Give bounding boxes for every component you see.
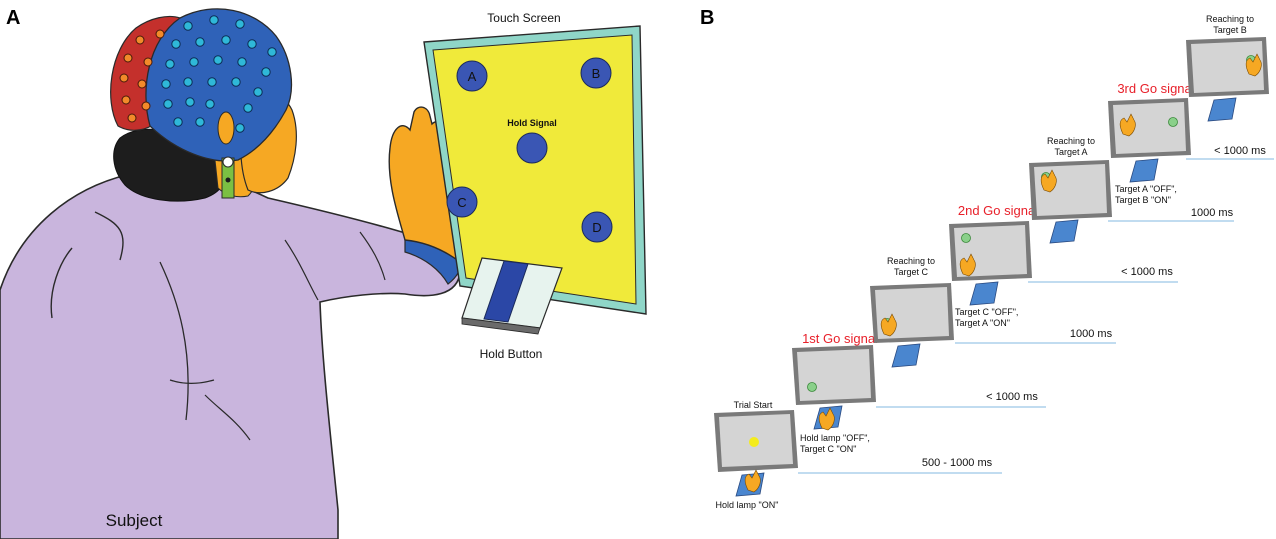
go-signal-1: 1st Go signal [802,331,878,346]
hand-icon [1245,53,1262,77]
time-label-6: < 1000 ms [1214,145,1266,157]
monitor-trial-start [714,410,798,497]
hand-icon [1040,169,1057,193]
time-label-5: 1000 ms [1191,207,1234,219]
monitor-reach-a [1029,160,1112,244]
target-c: C [446,186,478,218]
reach-a-line2: Target A [1054,147,1087,157]
hold-button: Hold Button [461,257,563,361]
reach-b-line2: Target B [1213,25,1247,35]
target-d: D [581,211,613,243]
monitor-1st-go [792,345,876,431]
time-label-1: 500 - 1000 ms [922,457,993,469]
target-c-on-dot [807,382,817,392]
ear [217,111,235,145]
panel-b-letter: B [700,7,714,29]
subject-illustration [0,8,463,539]
electrodes-red [119,29,165,123]
step5-line2: Target B "ON" [1115,195,1171,205]
target-c-label: C [457,195,466,210]
monitor-reach-b [1186,37,1269,122]
electrodes-blue [161,15,277,133]
trial-start-label: Trial Start [734,400,773,410]
step3-line1: Target C "OFF", [955,307,1018,317]
hold-lamp-on-dot [749,437,759,447]
hold-signal-label: Hold Signal [507,118,557,128]
reach-c-line2: Target C [894,267,929,277]
go-signal-2: 2nd Go signal [958,203,1038,218]
target-d-label: D [592,220,601,235]
reach-a-line1: Reaching to [1047,136,1095,146]
time-label-4: < 1000 ms [1121,266,1173,278]
hand-icon [880,313,897,337]
monitor-reach-c [870,283,954,368]
panel-a-letter: A [6,7,20,29]
reach-c-line1: Reaching to [887,256,935,266]
step5-line1: Target A "OFF", [1115,184,1177,194]
hold-lamp-on-label: Hold lamp "ON" [716,500,779,510]
monitor-2nd-go [949,221,1032,306]
hand-icon [744,469,761,493]
target-b-label: B [592,66,601,81]
hold-button-label: Hold Button [480,347,543,361]
timelines [798,158,1274,474]
step1-line1: Hold lamp "OFF", [800,433,870,443]
time-label-3: 1000 ms [1070,328,1113,340]
go-signal-3: 3rd Go signal [1117,81,1194,96]
subject-label: Subject [106,511,163,530]
hand-icon [818,407,835,431]
step1-line2: Target C "ON" [800,444,856,454]
target-a: A [456,60,488,92]
touch-screen-label: Touch Screen [487,11,560,25]
target-a-label: A [468,69,477,84]
reach-b-line1: Reaching to [1206,14,1254,24]
time-label-2: < 1000 ms [986,391,1038,403]
monitor-3rd-go [1108,98,1191,183]
subject-shirt [0,167,461,539]
hand-icon [1119,113,1136,137]
hold-signal: Hold Signal [507,118,557,164]
target-b: B [580,57,612,89]
touch-screen: A B Hold Signal C D Touch Screen [423,11,647,315]
hand-icon [959,253,976,277]
step3-line2: Target A "ON" [955,318,1010,328]
